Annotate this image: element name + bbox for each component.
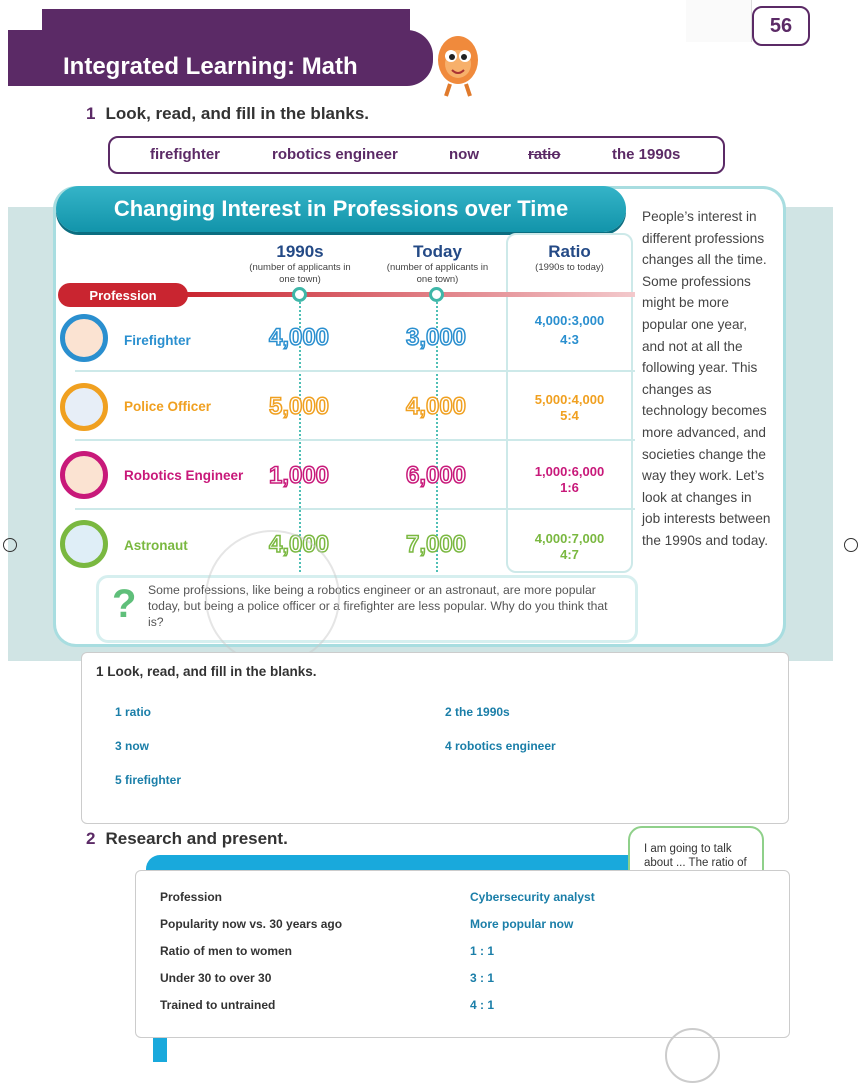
table-label: Popularity now vs. 30 years ago [160,917,343,931]
answer-item: 5 firefighter [115,773,182,787]
column-1990s: 1990s (number of applicants in one town) [245,242,355,286]
ratio-full: 4,000:3,000 [534,313,605,328]
timeline-node [292,287,307,302]
speech-bubble: I am going to talk about ... The ratio o… [628,826,764,874]
header-tab [42,9,410,33]
footer-bar [153,1038,167,1062]
ratio-column [506,233,633,573]
profession-line [185,292,635,297]
watermark-logo [665,1028,720,1083]
word-bank-item: the 1990s [612,146,681,163]
word-bank-item-used: ratio [528,146,561,163]
answer-item: 4 robotics engineer [445,739,556,753]
word-bank-item: now [449,146,479,163]
answer-heading: 1 Look, read, and fill in the blanks. [96,664,317,679]
table-label: Trained to untrained [160,998,276,1012]
row-divider [75,508,635,510]
column-ratio-subtitle: (1990s to today) [535,262,604,273]
mascot-icon [438,36,478,97]
column-today: Today (number of applicants in one town) [380,242,495,286]
profession-name: Police Officer [124,399,212,414]
row-divider [75,439,635,441]
ratio-full: 4,000:7,000 [534,531,605,546]
infographic-title: Changing Interest in Professions over Ti… [56,186,626,232]
robotics-engineer-icon [60,451,108,499]
profession-name: Astronaut [124,538,188,553]
discussion-box [96,575,638,643]
table-label: Profession [160,890,223,904]
column-1990s-title: 1990s [276,242,324,261]
value-1990s: 5,000 [268,392,330,421]
dotted-guide [436,302,438,572]
ratio-simplified: 1:6 [560,480,579,495]
answer-item: 2 the 1990s [445,705,510,719]
column-today-subtitle: (number of applicants in one town) [386,262,489,285]
word-bank-item: firefighter [150,146,221,163]
header-title: Integrated Learning: Math [63,53,358,80]
value-today: 7,000 [405,530,467,559]
dotted-guide [299,302,301,572]
header-banner [8,30,433,86]
exercise-2-heading: 2 Research and present. [86,829,288,849]
astronaut-icon [60,520,108,568]
exercise-1-heading: 1 Look, read, and fill in the blanks. [86,104,369,124]
ratio-simplified: 5:4 [560,408,579,423]
word-bank [108,136,725,174]
registration-mark-icon [3,538,17,552]
exercise-2-instruction: Research and present. [105,829,288,848]
value-today: 3,000 [405,323,467,352]
ratio-full: 5,000:4,000 [534,392,605,407]
value-today: 4,000 [405,392,467,421]
page-number: 56 [752,6,810,46]
table-value: 4 : 1 [470,998,495,1012]
value-1990s: 1,000 [268,461,330,490]
table-value: More popular now [470,917,574,931]
timeline-node [429,287,444,302]
police-officer-icon [60,383,108,431]
column-1990s-subtitle: (number of applicants in one town) [249,262,351,285]
table-value: Cybersecurity analyst [470,890,595,904]
profession-name: Robotics Engineer [124,468,244,483]
registration-mark-icon [844,538,858,552]
table-value: 1 : 1 [470,944,495,958]
table-label: Ratio of men to women [160,944,292,958]
column-today-title: Today [413,242,462,261]
value-today: 6,000 [405,461,467,490]
exercise-1-instruction: Look, read, and fill in the blanks. [105,104,370,123]
table-value: 3 : 1 [470,971,495,985]
answer-item: 3 now [115,739,150,753]
exercise-2-number: 2 [86,829,96,848]
page-corner [686,0,752,42]
watermark-logo [205,530,340,665]
column-ratio-title: Ratio [548,242,591,261]
research-table [135,870,790,1038]
answer-item: 1 ratio [115,705,152,719]
profession-name: Firefighter [124,333,191,348]
exercise-1-number: 1 [86,104,96,123]
ratio-simplified: 4:3 [560,332,579,347]
table-label: Under 30 to over 30 [160,971,272,985]
infographic-side-text: People’s interest in different professio… [642,209,771,548]
value-1990s: 4,000 [268,323,330,352]
word-bank-item: robotics engineer [272,146,398,163]
ratio-full: 1,000:6,000 [534,464,605,479]
question-mark-icon: ? [112,582,137,626]
row-divider [75,370,635,372]
column-ratio: Ratio (1990s to today) [506,242,633,274]
section-bar [146,855,632,873]
answer-box [81,652,789,824]
ratio-simplified: 4:7 [560,547,579,562]
infographic-panel [56,189,783,644]
firefighter-icon [60,314,108,362]
profession-label: Profession [58,283,188,307]
